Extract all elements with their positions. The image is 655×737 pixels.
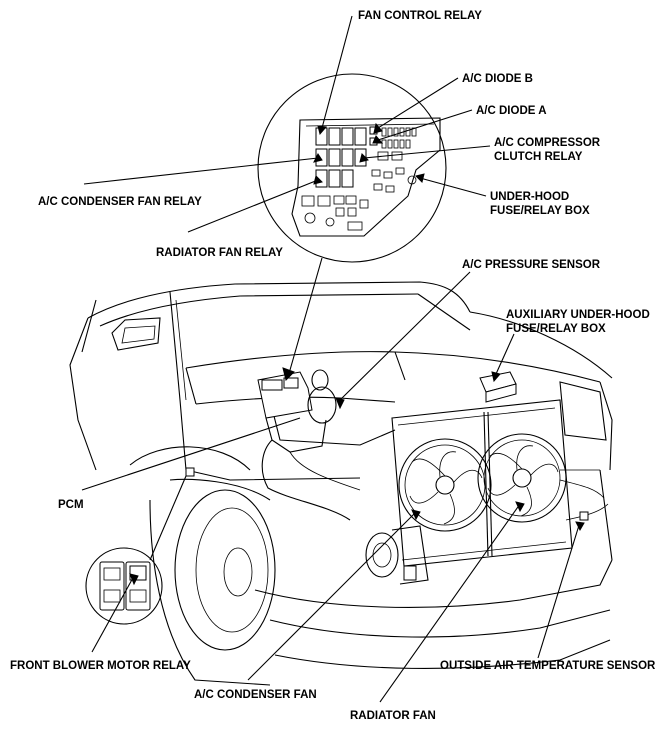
ac-condenser-fan-graphic [398,438,492,532]
label-ac-compressor-line1: A/C COMPRESSOR [494,137,601,149]
under-hood-detail-callout [257,73,447,263]
label-ac-condenser-fan-relay: A/C CONDENSER FAN RELAY [38,196,202,208]
radiator-fan-graphic [477,433,567,523]
label-under-hood-line1: UNDER-HOOD [490,191,569,203]
relay-grid [301,126,417,231]
radiator-assembly [365,399,609,585]
label-ac-compressor-line2: CLUTCH RELAY [494,151,583,163]
label-ac-condenser-fan: A/C CONDENSER FAN [194,689,317,701]
label-ac-diode-b: A/C DIODE B [462,73,533,85]
labels: FAN CONTROL RELAY A/C DIODE B A/C DIODE … [10,10,655,722]
arrow-head-icon [282,367,295,381]
blower-callout-connector [149,475,187,561]
blower-relay-detail-callout [85,467,195,625]
callout-connector [289,257,323,371]
label-ac-diode-a: A/C DIODE A [476,105,547,117]
ac-compressor-graphic [365,525,429,585]
label-ac-pressure-sensor: A/C PRESSURE SENSOR [462,259,601,271]
vehicle-outline [69,281,613,686]
label-radiator-fan-relay: RADIATOR FAN RELAY [156,247,283,259]
label-pcm: PCM [58,499,84,511]
label-fan-control-relay: FAN CONTROL RELAY [358,10,482,22]
label-front-blower-motor-relay: FRONT BLOWER MOTOR RELAY [10,660,191,672]
leader-lines [81,15,585,703]
label-aux-line1: AUXILIARY UNDER-HOOD [506,309,650,321]
label-radiator-fan: RADIATOR FAN [350,710,436,722]
label-outside-air-temp-sensor: OUTSIDE AIR TEMPERATURE SENSOR [440,660,655,672]
under-hood-box-small [257,369,361,521]
label-under-hood-line2: FUSE/RELAY BOX [490,205,590,217]
label-aux-line2: FUSE/RELAY BOX [506,323,606,335]
